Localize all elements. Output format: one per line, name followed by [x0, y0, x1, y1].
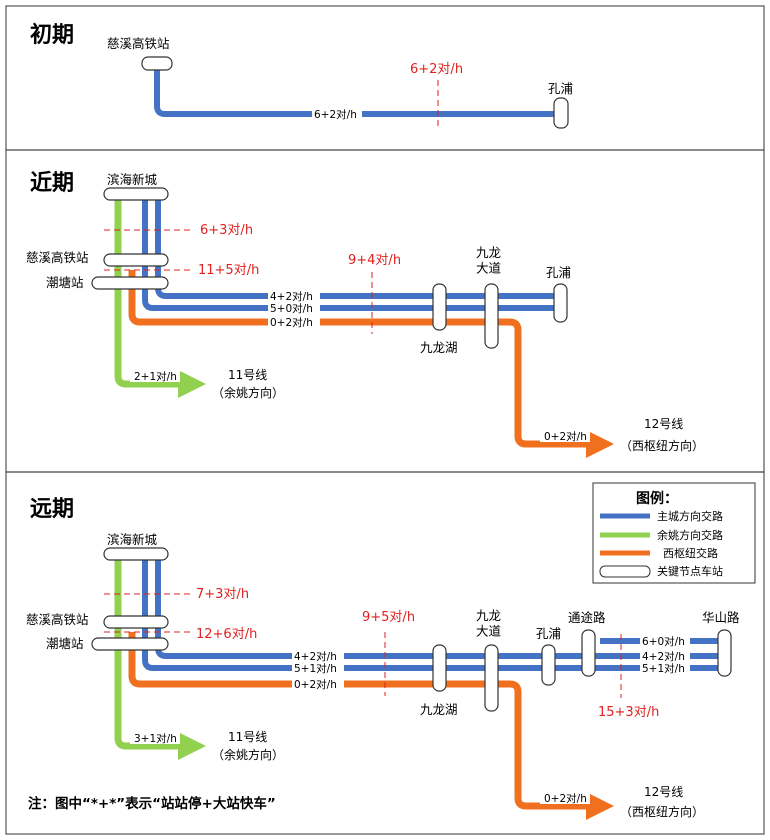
station-jiulonghu-marker	[432, 644, 447, 692]
station-kongpu-label: 孔浦	[536, 626, 561, 641]
station-jiulonghu-marker	[432, 283, 447, 331]
station-binhai-label: 滨海新城	[107, 532, 158, 547]
far-label-r1: 6+0对/h	[642, 635, 685, 648]
far-label-r3: 5+1对/h	[642, 662, 685, 675]
label-bg	[640, 662, 690, 674]
station-cixi-label: 慈溪高铁站	[26, 612, 89, 627]
label-bg	[640, 650, 690, 662]
station-cixi-marker	[103, 253, 169, 267]
near-route-main-2	[142, 200, 554, 311]
panel-far-title: 远期	[30, 497, 74, 522]
legend-swatch-station	[599, 565, 651, 578]
station-jiulong-dadao-marker	[484, 644, 499, 712]
station-chaotang-label: 潮塘站	[46, 275, 84, 290]
station-jiulonghu-label: 九龙湖	[420, 702, 458, 717]
freq-b: 11+5对/h	[198, 263, 259, 278]
station-kongpu-marker	[541, 644, 556, 686]
station-chaotang-marker	[91, 637, 169, 651]
far-label-l2: 5+1对/h	[294, 662, 337, 675]
far-route-main-2	[142, 560, 718, 671]
section-frequency: 6+2对/h	[410, 62, 463, 77]
label-bg	[268, 290, 320, 302]
station-jiulong-dadao-label: 九龙大道	[476, 608, 502, 639]
legend-item-yuyao: 余姚方向交路	[657, 528, 723, 542]
label-bg	[130, 732, 180, 744]
station-tongtu-label: 通途路	[568, 610, 606, 625]
far-label-r2: 4+2对/h	[642, 650, 685, 663]
near-label-yuyao: 2+1对/h	[134, 370, 177, 383]
station-cixi-marker	[103, 615, 169, 629]
near-label-l2: 5+0对/h	[270, 302, 313, 315]
dest-line12-dir: （西枢纽方向）	[620, 804, 704, 819]
station-chaotang-label: 潮塘站	[46, 636, 84, 651]
station-huashan-marker	[717, 629, 732, 677]
near-route-xishu	[128, 270, 614, 458]
label-bg	[640, 635, 690, 647]
station-jiulonghu-label: 九龙湖	[420, 340, 458, 355]
station-jiulong-dadao-marker	[484, 283, 499, 349]
dest-line11: 11号线	[228, 368, 267, 382]
dest-line12-dir: （西枢纽方向）	[620, 438, 704, 453]
freq-d: 15+3对/h	[598, 705, 659, 720]
label-bg	[268, 302, 320, 314]
panel-far-frame	[5, 471, 765, 835]
station-binhai-label: 滨海新城	[107, 172, 158, 187]
label-bg	[540, 430, 590, 442]
station-binhai-marker	[103, 547, 169, 561]
legend-item-main: 主城方向交路	[657, 509, 723, 523]
label-bg	[540, 792, 590, 804]
station-huashan-label: 华山路	[702, 610, 740, 625]
label-bg	[292, 650, 344, 662]
far-label-l1: 4+2对/h	[294, 650, 337, 663]
station-kongpu-label: 孔浦	[546, 265, 571, 280]
near-label-l3: 0+2对/h	[270, 316, 313, 329]
station-kongpu-marker	[553, 283, 568, 323]
near-label-xishu: 0+2对/h	[544, 430, 587, 443]
panel-near-title: 近期	[30, 170, 74, 196]
station-cixi-marker	[141, 56, 173, 71]
route-label: 6+2对/h	[314, 108, 357, 121]
station-cixi-label: 慈溪高铁站	[26, 250, 89, 265]
near-route-yuyao	[114, 200, 206, 398]
freq-a: 7+3对/h	[196, 587, 249, 602]
station-tongtu-marker	[581, 629, 596, 677]
legend-item-station: 关键节点车站	[657, 564, 723, 578]
legend: 图例： 主城方向交路 余姚方向交路 西枢纽交路 关键节点车站	[592, 482, 756, 584]
footnote: 注：图中“*+*”表示“站站停+大站快车”	[28, 795, 276, 812]
station-kongpu-label: 孔浦	[548, 81, 573, 96]
freq-c: 9+5对/h	[362, 610, 415, 625]
far-label-l3: 0+2对/h	[294, 678, 337, 691]
main-city-route	[154, 64, 560, 117]
legend-title: 图例：	[636, 490, 678, 507]
station-jiulong-dadao-label-1: 九龙大道	[476, 245, 502, 276]
panel-initial-title: 初期	[30, 22, 74, 48]
far-route-xishu	[128, 632, 614, 820]
dest-line11-dir: （余姚方向）	[212, 385, 284, 400]
dest-line11-dir: （余姚方向）	[212, 747, 284, 762]
label-bg	[312, 107, 362, 121]
station-cixi-label: 慈溪高铁站	[107, 36, 170, 51]
label-bg	[130, 370, 180, 382]
near-label-l1: 4+2对/h	[270, 290, 313, 303]
station-binhai-marker	[103, 187, 169, 201]
label-bg	[268, 316, 320, 328]
dest-line12: 12号线	[644, 417, 683, 431]
far-label-xishu: 0+2对/h	[544, 792, 587, 805]
station-chaotang-marker	[91, 276, 169, 290]
dest-line11: 11号线	[228, 730, 267, 744]
label-bg	[292, 678, 344, 690]
freq-b: 12+6对/h	[196, 627, 257, 642]
panel-initial-frame	[5, 5, 765, 151]
legend-item-xishu: 西枢纽交路	[663, 546, 718, 560]
freq-c: 9+4对/h	[348, 253, 401, 268]
label-bg	[292, 662, 344, 674]
far-route-yuyao	[114, 560, 206, 760]
station-kongpu-marker	[553, 97, 569, 129]
dest-line12: 12号线	[644, 785, 683, 799]
far-label-yuyao: 3+1对/h	[134, 732, 177, 745]
freq-a: 6+3对/h	[200, 223, 253, 238]
